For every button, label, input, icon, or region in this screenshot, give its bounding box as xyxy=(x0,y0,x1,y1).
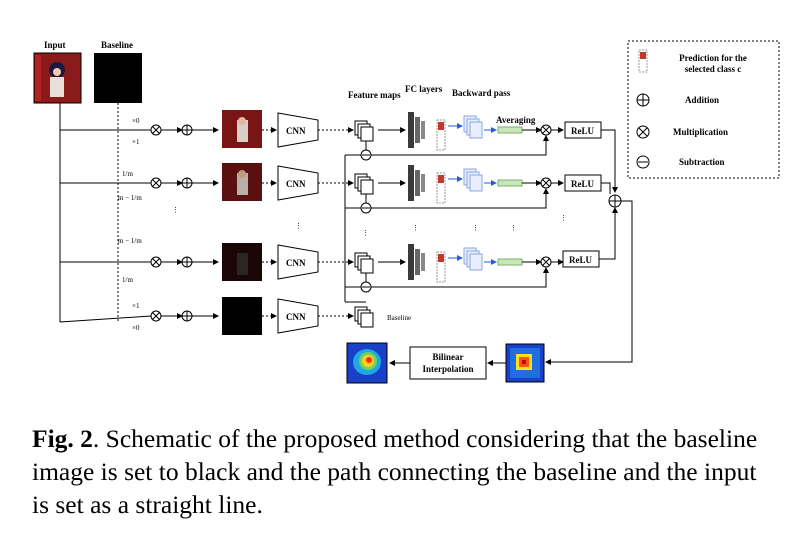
feature-maps-label: Feature maps xyxy=(348,90,401,100)
legend-subtraction: Subtraction xyxy=(679,157,725,167)
legend-multiplication: Multiplication xyxy=(673,127,728,137)
svg-text:⋮: ⋮ xyxy=(472,224,479,232)
cnn-label-4: CNN xyxy=(286,312,306,322)
baseline-label: Baseline xyxy=(101,40,133,50)
svg-text:⋮: ⋮ xyxy=(295,222,302,230)
scale-x0-row1: ×0 xyxy=(132,117,140,125)
averaging-bars xyxy=(497,126,523,266)
method-schematic: Input Baseline ×0 ×1 1/m m − 1/m m − 1/m… xyxy=(33,40,780,384)
scale-1m-row2: 1/m xyxy=(122,170,133,178)
averaging-label: Averaging xyxy=(496,115,536,125)
svg-text:⋮: ⋮ xyxy=(362,229,369,237)
scale-x1-row4: ×1 xyxy=(132,302,140,310)
scaled-image-4 xyxy=(222,297,262,335)
input-image xyxy=(33,52,82,104)
caption-label: Fig. 2 xyxy=(32,424,93,453)
scale-1m-row3: 1/m xyxy=(122,276,133,284)
relu-label-1: ReLU xyxy=(571,126,594,136)
svg-text:⋮: ⋮ xyxy=(560,214,567,222)
legend-addition: Addition xyxy=(685,95,719,105)
fc-layers-label: FC layers xyxy=(405,84,443,94)
feature-maps xyxy=(354,120,374,328)
svg-text:⋮: ⋮ xyxy=(172,206,179,214)
scale-x1-row1: ×1 xyxy=(132,138,140,146)
scale-x0-row4: ×0 xyxy=(132,324,140,332)
svg-text:⋮: ⋮ xyxy=(510,224,517,232)
prediction-boxes xyxy=(436,119,446,283)
relu-label-2: ReLU xyxy=(571,179,594,189)
relu-label-3: ReLU xyxy=(569,255,592,265)
legend-prediction-line2: selected class c xyxy=(685,64,741,74)
bilinear-label-2: Interpolation xyxy=(422,364,473,374)
row-ops xyxy=(150,124,193,322)
cnn-label-3: CNN xyxy=(286,258,306,268)
input-label: Input xyxy=(44,40,66,50)
legend-prediction-line1: Prediction for the xyxy=(679,53,747,63)
backward-pass-label: Backward pass xyxy=(452,88,511,98)
final-saliency-map xyxy=(346,342,388,384)
backward-maps xyxy=(463,115,483,271)
legend: Prediction for the selected class c Addi… xyxy=(627,40,780,179)
scaled-image-1 xyxy=(222,110,262,148)
caption-text: . Schematic of the proposed method consi… xyxy=(32,424,758,519)
baseline-image xyxy=(94,53,142,103)
cnn-label-1: CNN xyxy=(286,126,306,136)
svg-text:⋮: ⋮ xyxy=(412,224,419,232)
scaled-image-3 xyxy=(222,243,262,281)
figure-caption: Fig. 2. Schematic of the proposed method… xyxy=(32,422,772,521)
baseline-small-label: Baseline xyxy=(387,314,411,322)
fc-layers xyxy=(408,112,425,280)
heatmap-coarse xyxy=(505,343,545,383)
bilinear-box xyxy=(409,346,487,380)
scale-m1m-row2: m − 1/m xyxy=(118,194,142,202)
cnn-blocks xyxy=(277,112,319,334)
cnn-label-2: CNN xyxy=(286,179,306,189)
scale-m1m-row3: m − 1/m xyxy=(118,237,142,245)
scaled-image-2 xyxy=(222,163,262,201)
bilinear-label: Bilinear xyxy=(433,352,464,362)
